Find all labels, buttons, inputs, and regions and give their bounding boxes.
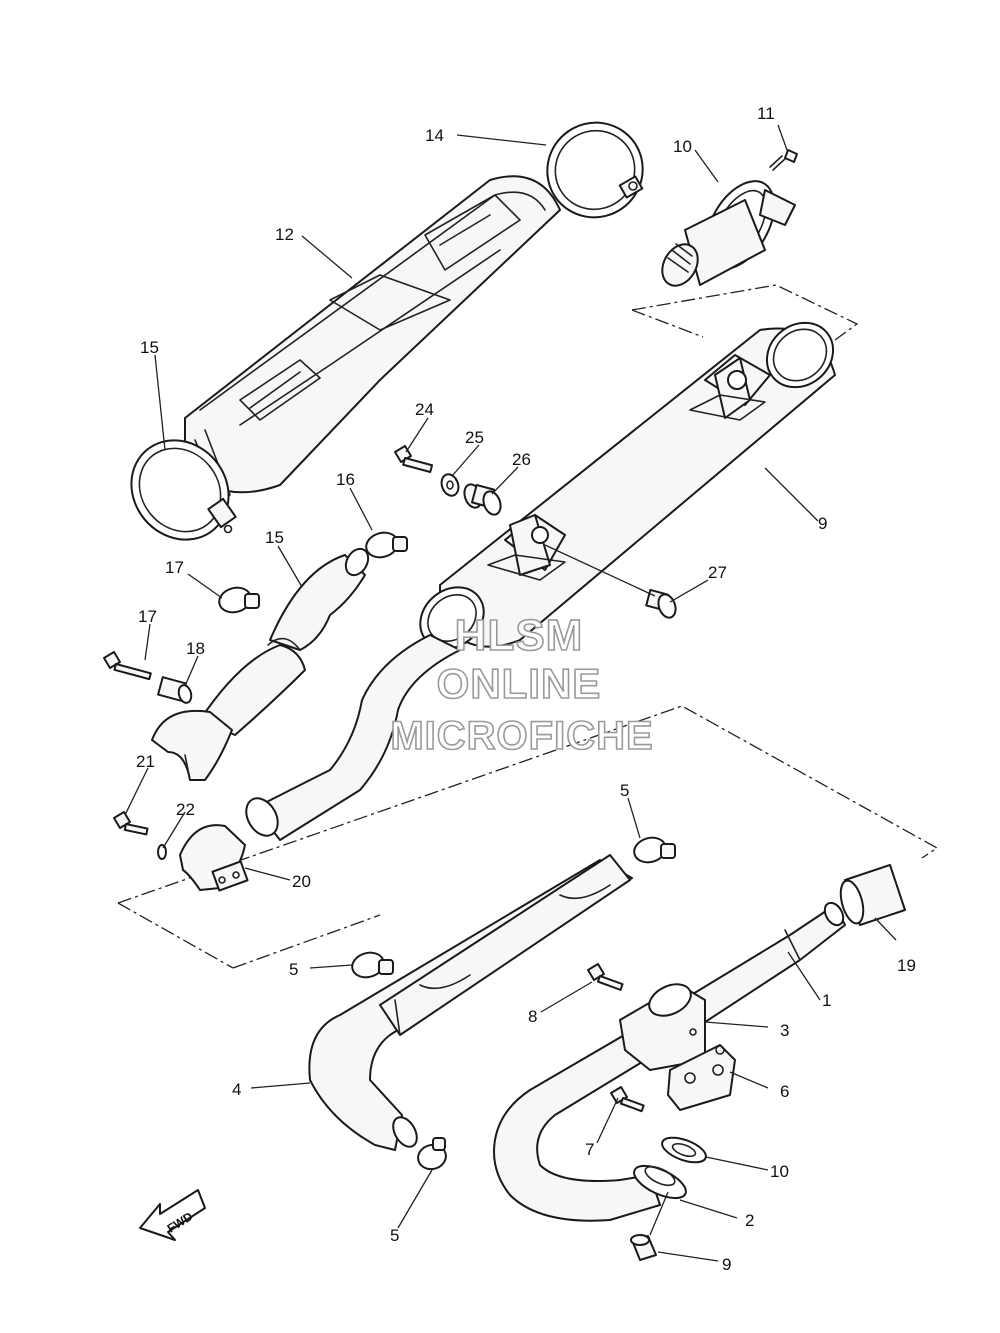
callout-20: 19 xyxy=(897,956,916,975)
clamp-5-a[interactable] xyxy=(631,834,676,865)
callout-5: 5 xyxy=(390,1226,399,1245)
bolt-7[interactable] xyxy=(610,1086,645,1113)
callout-4: 4 xyxy=(232,1080,241,1099)
watermark-line2: ONLINE xyxy=(437,660,602,707)
callout-11: 9 xyxy=(818,514,827,533)
callout-numbers: 14 11 10 12 15 24 25 26 16 9 15 17 27 17… xyxy=(136,104,916,1274)
bolt-8[interactable] xyxy=(587,963,624,991)
pipe-bracket[interactable] xyxy=(619,978,706,1071)
clamp-5-b[interactable] xyxy=(349,949,394,980)
callout-14: 12 xyxy=(275,225,294,244)
band-clamp-rear[interactable] xyxy=(529,104,662,236)
callout-7: 7 xyxy=(585,1140,594,1159)
clamp-21[interactable] xyxy=(179,824,249,892)
watermark-line1: HLSM xyxy=(455,611,584,660)
callout-16: 15 xyxy=(265,528,284,547)
bolt-18[interactable] xyxy=(103,651,152,681)
callout-5: 5 xyxy=(620,781,629,800)
callout-27: 27 xyxy=(708,563,727,582)
callout-25: 25 xyxy=(465,428,484,447)
joint-pipe[interactable] xyxy=(199,545,373,736)
collar-19[interactable] xyxy=(157,676,193,704)
clamp-17-upper[interactable] xyxy=(363,529,408,560)
exhaust-pipe-2[interactable] xyxy=(308,854,633,1151)
plate-6[interactable] xyxy=(667,1044,736,1111)
muffler[interactable] xyxy=(408,310,846,662)
muffler-cover[interactable] xyxy=(184,175,561,501)
forward-arrow-icon: FWD xyxy=(139,1189,206,1241)
callout-22: 21 xyxy=(136,752,155,771)
clamp-5-c[interactable] xyxy=(415,1137,448,1172)
callout-17: 16 xyxy=(336,470,355,489)
gasket-10[interactable] xyxy=(659,1133,709,1168)
watermark-line3: MICROFICHE xyxy=(390,714,653,758)
spark-arrester[interactable] xyxy=(655,169,796,292)
washer-25[interactable] xyxy=(439,472,462,498)
flange-2[interactable] xyxy=(630,1159,691,1204)
band-clamp-front[interactable] xyxy=(111,421,248,560)
callout-12: 10 xyxy=(673,137,692,156)
mid-pipe[interactable] xyxy=(240,634,461,841)
callout-15: 14 xyxy=(425,126,444,145)
joint-protector[interactable] xyxy=(151,709,233,781)
callout-21: 20 xyxy=(292,872,311,891)
callout-17: 17 xyxy=(165,558,184,577)
callout-13: 11 xyxy=(757,104,775,123)
bolt-22[interactable] xyxy=(113,811,149,836)
bolt-24[interactable] xyxy=(394,445,434,474)
callout-23: 22 xyxy=(176,800,195,819)
callout-8: 8 xyxy=(528,1007,537,1026)
damper-26[interactable] xyxy=(461,482,503,517)
callout-9: 9 xyxy=(722,1255,731,1274)
exhaust-pipe-1[interactable] xyxy=(493,900,847,1222)
group-frames xyxy=(117,284,939,969)
callout-1: 1 xyxy=(822,991,831,1010)
screw-13[interactable] xyxy=(769,149,798,171)
callout-3: 3 xyxy=(780,1021,789,1040)
callout-2: 2 xyxy=(745,1211,754,1230)
gasket-sleeve[interactable] xyxy=(837,864,906,926)
watermark: HLSM ONLINE MICROFICHE xyxy=(390,610,654,759)
callout-18: 17 xyxy=(138,607,157,626)
callout-15: 15 xyxy=(140,338,159,357)
callout-5: 5 xyxy=(289,960,298,979)
callout-26: 26 xyxy=(512,450,531,469)
callout-24: 24 xyxy=(415,400,434,419)
leader-lines xyxy=(124,124,897,1262)
washer-23[interactable] xyxy=(157,844,167,860)
callout-10: 10 xyxy=(770,1162,789,1181)
callout-6: 6 xyxy=(780,1082,789,1101)
callout-19: 18 xyxy=(186,639,205,658)
clamp-17-lower[interactable] xyxy=(216,584,260,615)
nut-9[interactable] xyxy=(630,1234,657,1261)
